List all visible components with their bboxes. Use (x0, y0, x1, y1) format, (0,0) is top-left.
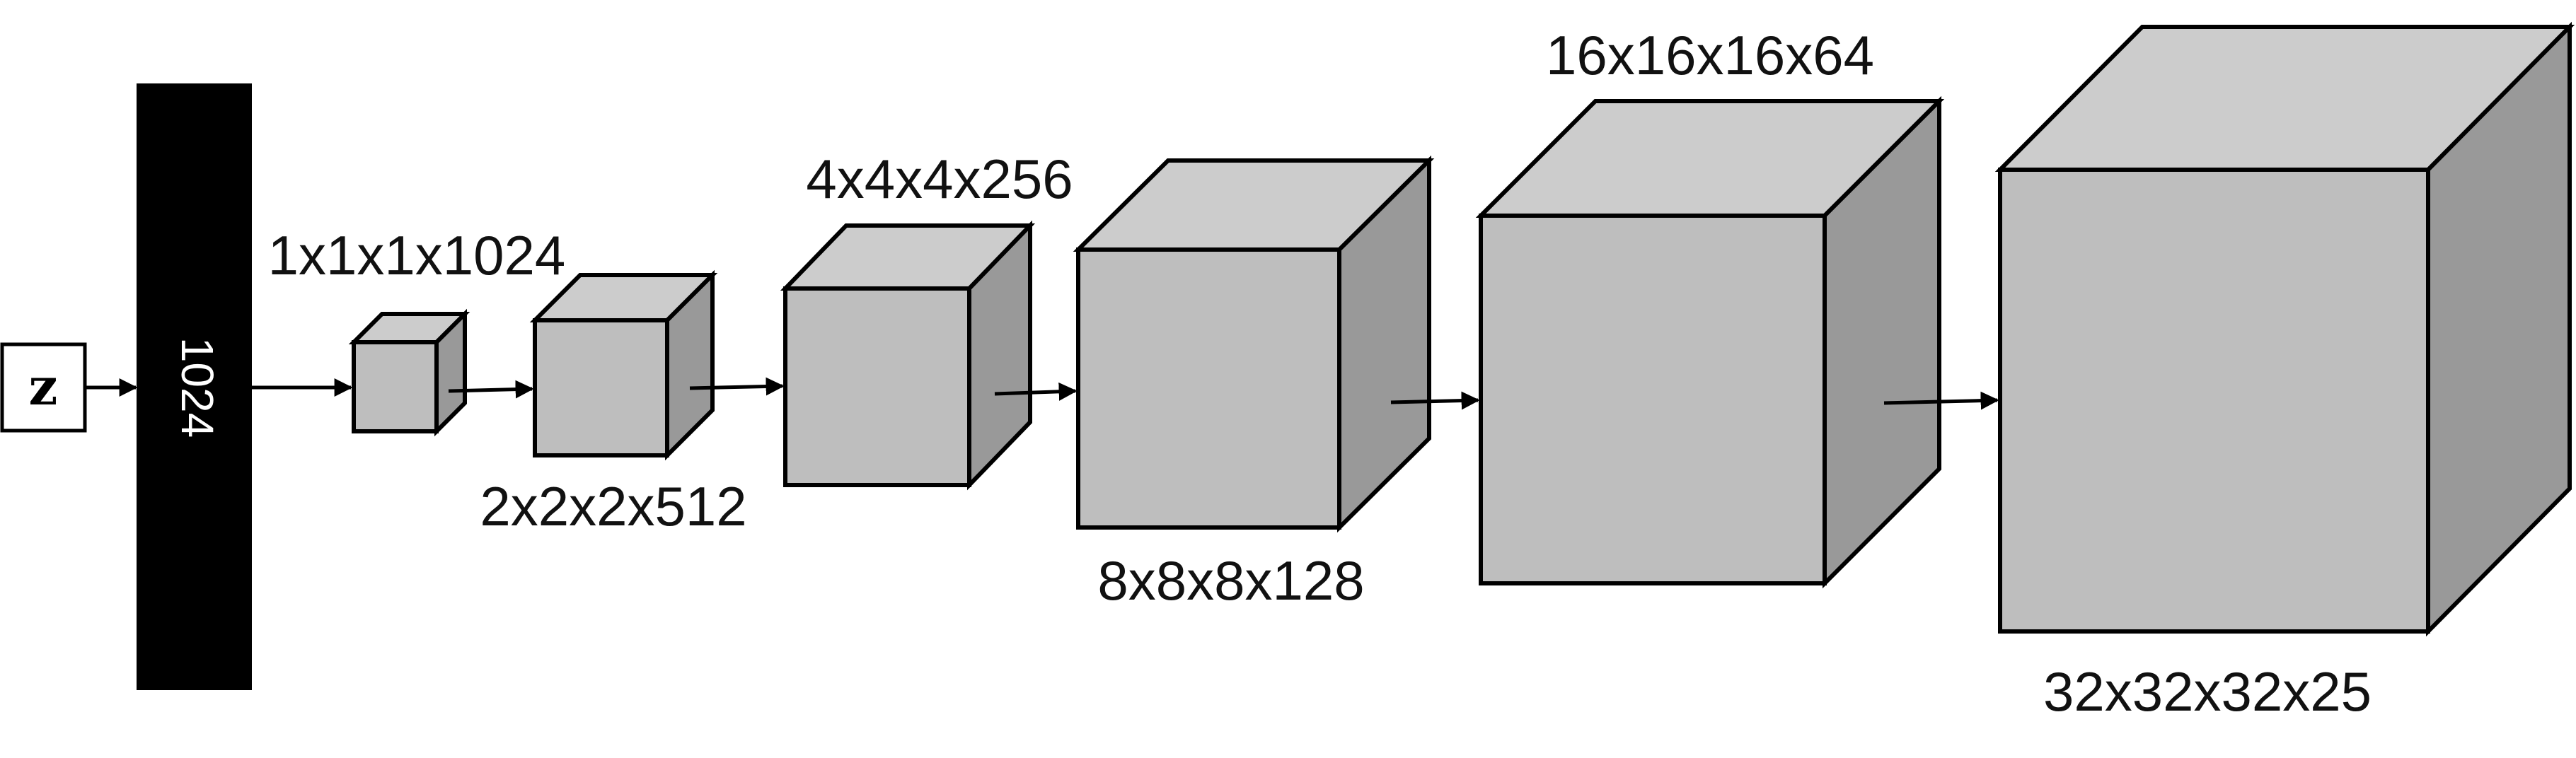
arrow-cube-2-to-cube-3 (689, 377, 785, 396)
arrow-cube-3-to-cube-4 (994, 382, 1078, 401)
cube-32x32x32x25 (1994, 21, 2575, 637)
dense-layer: 1024 (137, 83, 252, 690)
cube-16x16x16x64 (1475, 95, 1945, 589)
cube-6-label: 32x32x32x25 (2043, 660, 2372, 723)
cube-5-label: 16x16x16x64 (1546, 24, 1874, 86)
cube-3-label: 4x4x4x256 (806, 148, 1073, 210)
arrow-cube-1-to-cube-2 (448, 380, 534, 399)
input-label: z (29, 356, 58, 416)
input-node: z (0, 342, 87, 433)
cube-1x1x1x1024 (348, 308, 470, 437)
cube-1-label: 1x1x1x1024 (268, 224, 566, 286)
dense-layer-label: 1024 (172, 337, 223, 438)
cube-2-label: 2x2x2x512 (480, 475, 746, 537)
cube-2x2x2x512 (529, 269, 718, 461)
cube-4x4x4x256 (780, 220, 1036, 491)
arrow-cube-5-to-cube-6 (1883, 391, 1999, 410)
cube-8x8x8x128 (1073, 155, 1435, 533)
cube-4-label: 8x8x8x128 (1097, 549, 1364, 612)
arrow-cube-4-to-cube-5 (1390, 391, 1480, 410)
